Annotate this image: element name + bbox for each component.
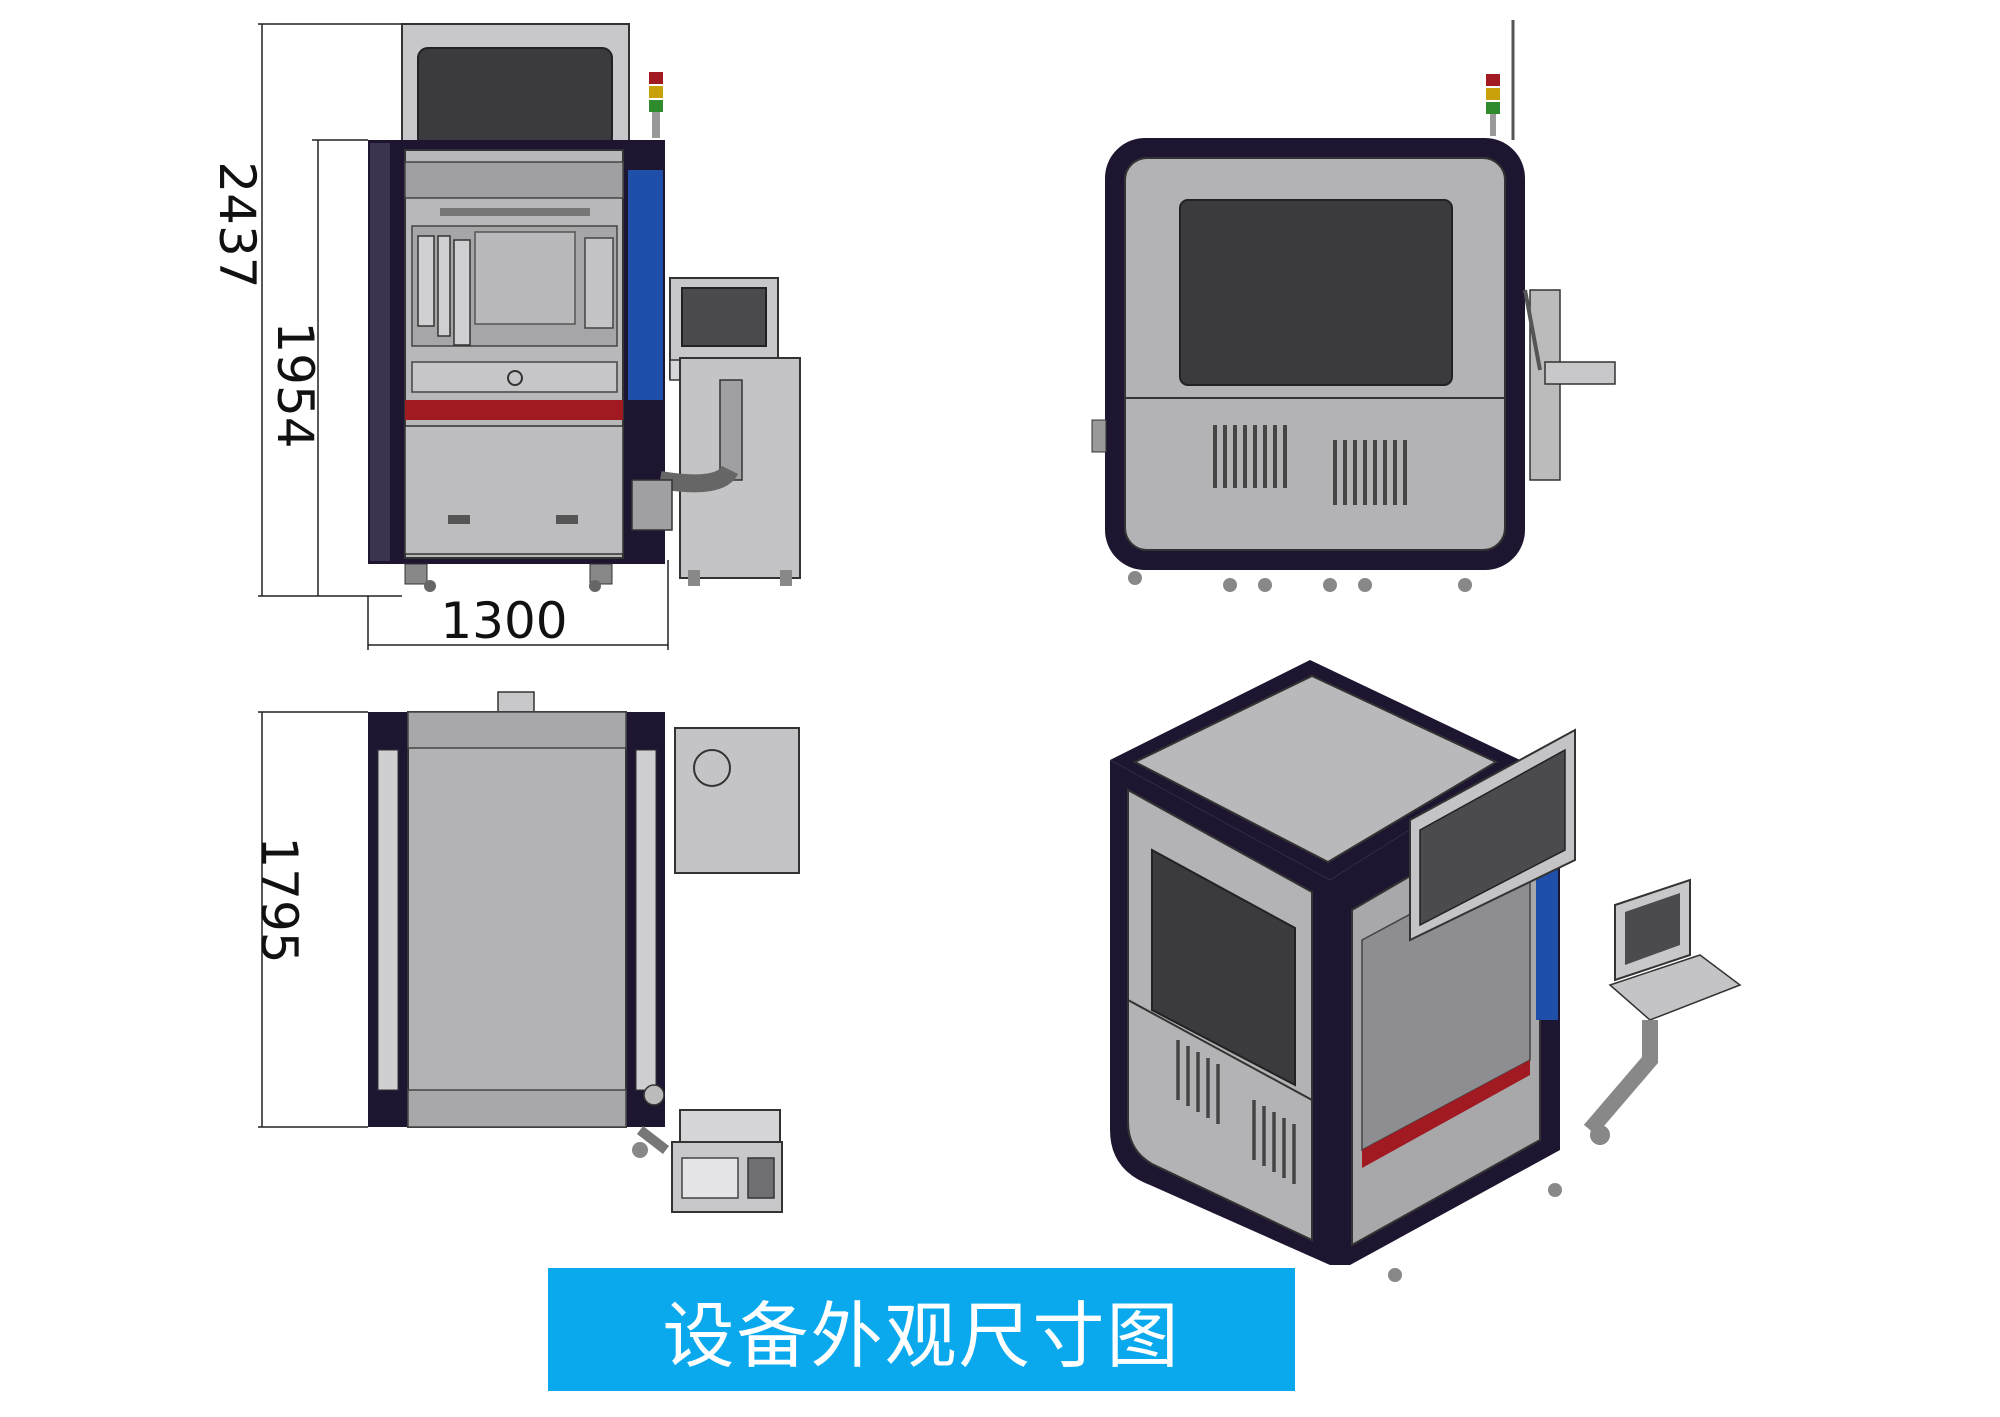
dimension-total-height: 2437 (208, 161, 266, 288)
vent-grille-right (1333, 440, 1407, 505)
front-dimension-lines (258, 23, 669, 650)
iso-vent-right (1252, 1100, 1296, 1184)
iso-vent-left (1176, 1040, 1220, 1124)
top-view (368, 691, 800, 1213)
isometric-view (1110, 660, 1742, 1282)
dimension-depth: 1795 (250, 836, 308, 963)
caption-banner: 设备外观尺寸图 (548, 1268, 1295, 1391)
front-view (368, 23, 801, 592)
top-dimension-lines (258, 711, 368, 1128)
side-view (1091, 20, 1616, 592)
vent-grille-left (1213, 425, 1287, 488)
dimension-width: 1300 (440, 592, 567, 650)
dimension-body-height: 1954 (266, 321, 324, 448)
caption-title: 设备外观尺寸图 (662, 1294, 1181, 1378)
